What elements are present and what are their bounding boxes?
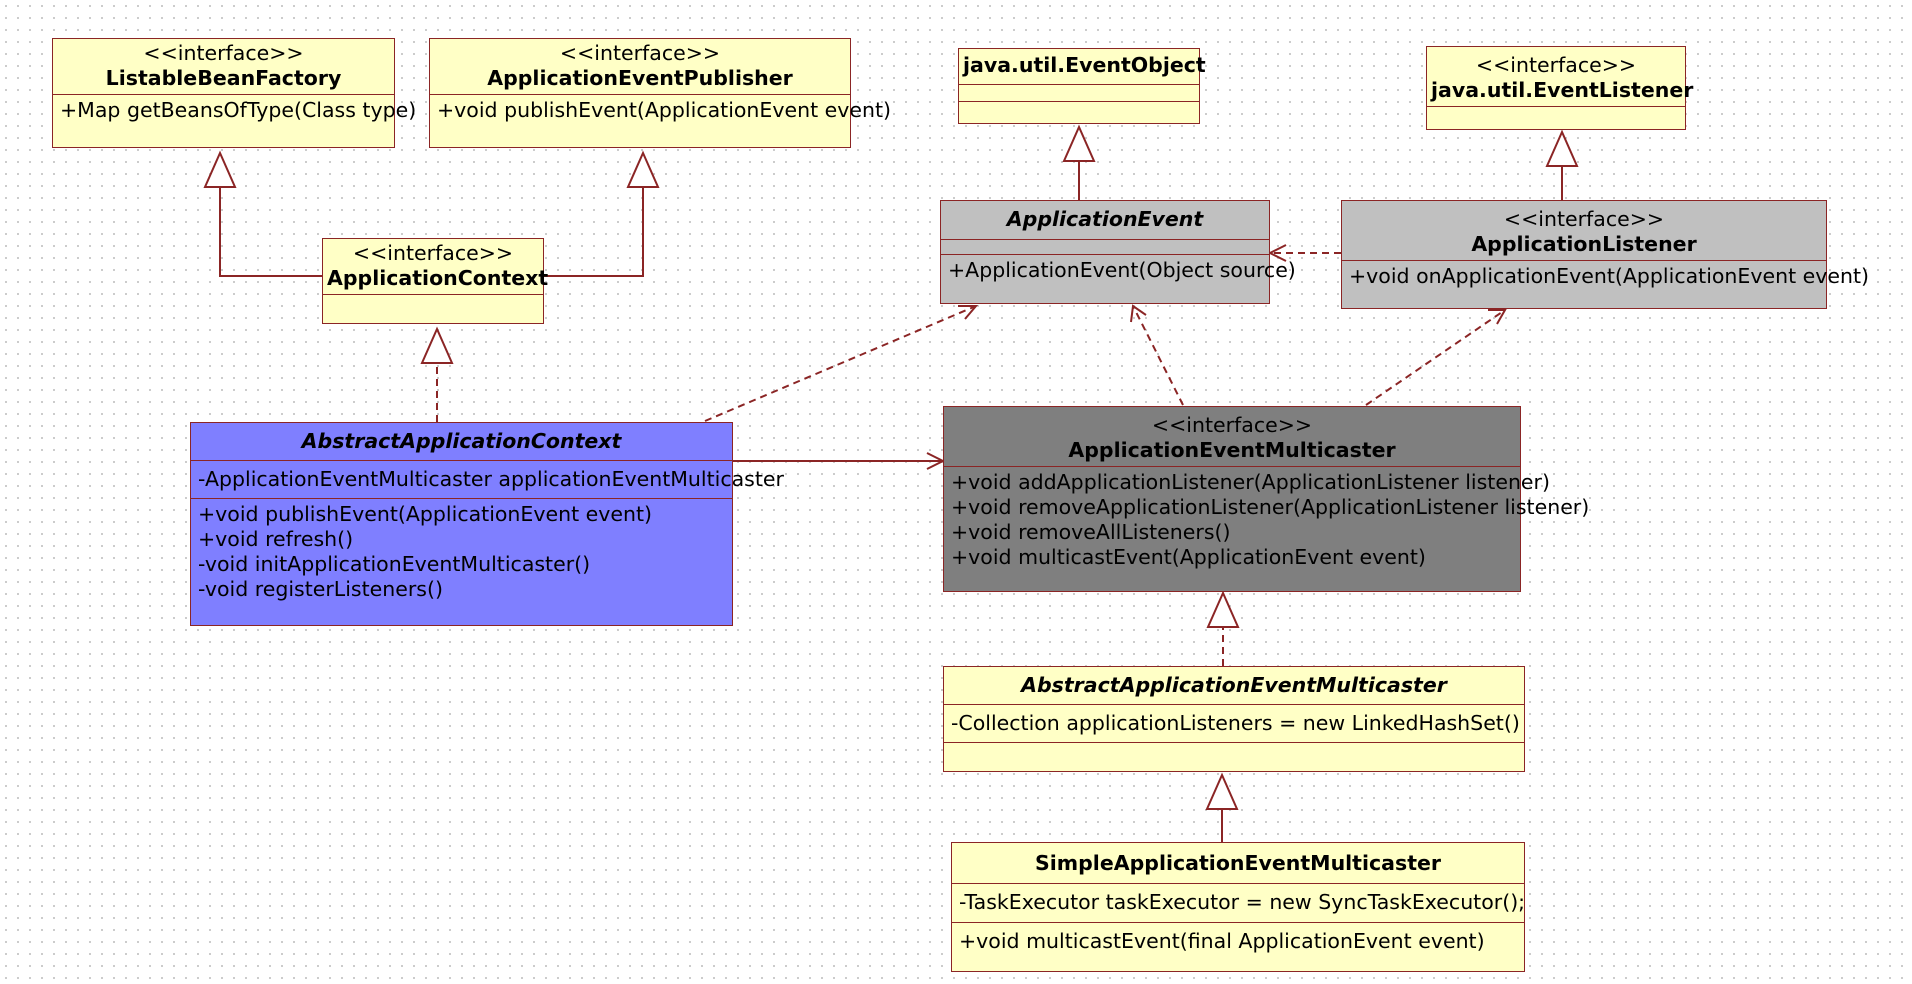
- class-event-listener[interactable]: <<interface>> java.util.EventListener: [1426, 46, 1694, 130]
- class-header: AbstractApplicationContext: [191, 423, 732, 460]
- attribute-row: -Collection applicationListeners = new L…: [951, 711, 1520, 735]
- operations-section: +void publishEvent(ApplicationEvent even…: [191, 498, 732, 605]
- operation-row: +void publishEvent(ApplicationEvent even…: [198, 502, 653, 526]
- operation-row: -void initApplicationEventMulticaster(): [198, 552, 591, 576]
- operations-section: [323, 294, 543, 309]
- operations-section: +void onApplicationEvent(ApplicationEven…: [1342, 260, 1870, 292]
- operation-row: +void refresh(): [198, 527, 354, 551]
- class-listable-bean-factory[interactable]: <<interface>> ListableBeanFactory +Map g…: [52, 38, 417, 148]
- class-application-event-multicaster[interactable]: <<interface>> ApplicationEventMulticaste…: [943, 406, 1590, 592]
- class-header: <<interface>> ApplicationEventPublisher: [430, 39, 850, 94]
- connector-abstractcontext-depends-event: [704, 305, 979, 422]
- class-header: AbstractApplicationEventMulticaster: [944, 667, 1524, 704]
- class-name: AbstractApplicationContext: [301, 429, 622, 453]
- class-name: AbstractApplicationEventMulticaster: [1021, 673, 1447, 697]
- connector-context-to-publisher: [543, 150, 660, 277]
- class-header: <<interface>> java.util.EventListener: [1427, 47, 1694, 106]
- class-event-object[interactable]: java.util.EventObject: [958, 48, 1206, 124]
- stereotype-label: <<interface>>: [1503, 207, 1665, 231]
- attributes-section: [941, 239, 1269, 254]
- connector-listener-depends-event: [1267, 244, 1341, 262]
- class-name: ApplicationListener: [1471, 232, 1697, 256]
- class-name: ApplicationEventMulticaster: [1068, 438, 1396, 462]
- class-header: ApplicationEvent: [941, 201, 1269, 239]
- stereotype-label: <<interface>>: [352, 241, 514, 265]
- class-name: ListableBeanFactory: [105, 66, 342, 90]
- attributes-section: -Collection applicationListeners = new L…: [944, 704, 1524, 742]
- operation-row: +void multicastEvent(ApplicationEvent ev…: [951, 545, 1426, 569]
- class-application-event[interactable]: ApplicationEvent +ApplicationEvent(Objec…: [940, 200, 1296, 304]
- class-header: <<interface>> ListableBeanFactory: [53, 39, 394, 94]
- class-header: SimpleApplicationEventMulticaster: [952, 843, 1524, 883]
- class-simple-application-event-multicaster[interactable]: SimpleApplicationEventMulticaster -TaskE…: [951, 842, 1525, 972]
- class-name: java.util.EventObject: [963, 53, 1206, 77]
- class-application-listener[interactable]: <<interface>> ApplicationListener +void …: [1341, 200, 1870, 309]
- operation-row: +ApplicationEvent(Object source): [948, 258, 1296, 282]
- operation-row: +Map getBeansOfType(Class type): [60, 98, 417, 122]
- class-name: ApplicationContext: [327, 266, 549, 290]
- operations-section: +void multicastEvent(final ApplicationEv…: [952, 922, 1524, 957]
- operation-row: +void removeApplicationListener(Applicat…: [951, 495, 1590, 519]
- class-application-context[interactable]: <<interface>> ApplicationContext: [322, 238, 549, 324]
- class-header: <<interface>> ApplicationListener: [1342, 201, 1826, 260]
- operations-section: +ApplicationEvent(Object source): [941, 254, 1296, 286]
- operations-section: [1427, 106, 1685, 121]
- operations-section: +void addApplicationListener(Application…: [944, 466, 1590, 573]
- operations-section: +Map getBeansOfType(Class type): [53, 94, 417, 126]
- stereotype-label: <<interface>>: [559, 41, 721, 65]
- stereotype-label: <<interface>>: [1151, 413, 1313, 437]
- operation-row: +void publishEvent(ApplicationEvent even…: [437, 98, 892, 122]
- operation-row: +void multicastEvent(final ApplicationEv…: [959, 929, 1485, 953]
- connector-simple-to-abstractmulticaster: [1205, 772, 1239, 842]
- operation-row: +void addApplicationListener(Application…: [951, 470, 1550, 494]
- class-application-event-publisher[interactable]: <<interface>> ApplicationEventPublisher …: [429, 38, 892, 148]
- connector-context-to-beanfactory: [203, 150, 322, 277]
- attributes-section: -ApplicationEventMulticaster application…: [191, 460, 784, 498]
- operation-row: +void removeAllListeners(): [951, 520, 1231, 544]
- class-name: ApplicationEventPublisher: [487, 66, 793, 90]
- stereotype-label: <<interface>>: [1475, 53, 1637, 77]
- class-header: <<interface>> ApplicationContext: [323, 239, 549, 294]
- class-abstract-application-context[interactable]: AbstractApplicationContext -ApplicationE…: [190, 422, 784, 626]
- operation-row: -void registerListeners(): [198, 577, 443, 601]
- connector-multicaster-depends-event: [1130, 304, 1184, 406]
- class-header: <<interface>> ApplicationEventMulticaste…: [944, 407, 1520, 466]
- class-name: java.util.EventListener: [1431, 78, 1694, 102]
- class-abstract-application-event-multicaster[interactable]: AbstractApplicationEventMulticaster -Col…: [943, 666, 1525, 772]
- connector-abstractmulticaster-to-multicaster: [1206, 590, 1240, 666]
- attributes-section: [959, 84, 1199, 101]
- operation-row: +void onApplicationEvent(ApplicationEven…: [1349, 264, 1870, 288]
- stereotype-label: <<interface>>: [143, 41, 304, 65]
- operations-section: [959, 101, 1199, 116]
- attribute-row: -ApplicationEventMulticaster application…: [198, 467, 784, 491]
- connector-multicaster-depends-listener: [1365, 309, 1507, 406]
- operations-section: +void publishEvent(ApplicationEvent even…: [430, 94, 892, 126]
- class-header: java.util.EventObject: [959, 49, 1206, 84]
- class-name: SimpleApplicationEventMulticaster: [1034, 851, 1442, 875]
- connector-event-to-eventobject: [1062, 124, 1096, 200]
- class-name: ApplicationEvent: [1006, 207, 1204, 231]
- attribute-row: -TaskExecutor taskExecutor = new SyncTas…: [959, 890, 1526, 914]
- connector-listener-to-eventlistener: [1545, 129, 1579, 200]
- connector-abstractcontext-to-context: [420, 326, 454, 422]
- attributes-section: -TaskExecutor taskExecutor = new SyncTas…: [952, 883, 1526, 922]
- operations-section: [944, 742, 1524, 757]
